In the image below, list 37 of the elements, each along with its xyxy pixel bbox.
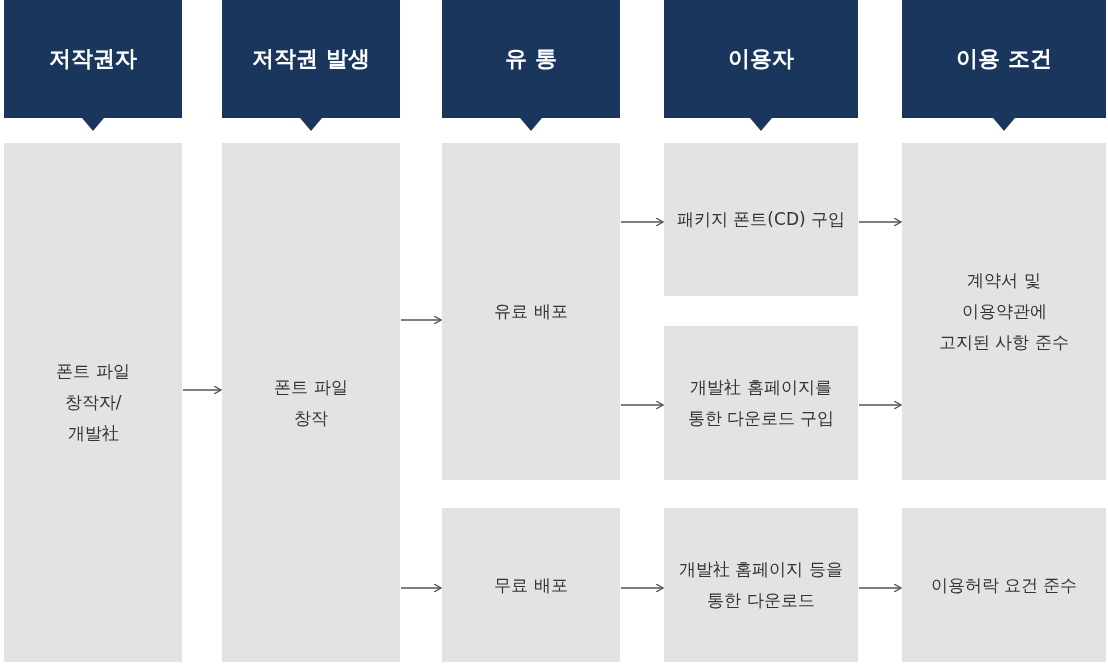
process-box [442,143,620,480]
box-label: 폰트 파일 창작 [273,375,349,430]
arrow [858,583,902,593]
arrow [182,385,222,395]
arrow [858,400,902,410]
arrow [400,315,442,325]
column-header [664,0,858,131]
header-label: 유 통 [505,45,557,73]
process-box [902,143,1106,480]
process-box [4,143,182,662]
arrow [858,217,902,227]
column-header [442,0,620,131]
arrow [620,217,664,227]
box-label: 유료 배포 [494,300,568,323]
box-label: 폰트 파일 창작자/ 개발社 [55,360,131,445]
process-box [664,143,858,296]
column-header [222,0,400,131]
header-label: 이용 조건 [956,45,1052,73]
process-box [664,326,858,480]
arrow [400,583,442,593]
arrow [620,400,664,410]
header-label: 저작권 발생 [252,45,370,73]
box-label: 개발社 홈페이지를 통한 다운로드 구입 [686,376,836,430]
arrow [620,583,664,593]
box-label: 개발社 홈페이지 등을 통한 다운로드 [678,558,844,612]
process-box [664,508,858,662]
header-label: 이용자 [728,45,794,73]
box-label: 패키지 폰트(CD) 구입 [676,208,845,231]
column-header [4,0,182,131]
header-label: 저작권자 [49,45,137,73]
process-box [902,508,1106,662]
box-label: 계약서 및 이용약관에 고지된 사항 준수 [939,269,1069,354]
box-label: 이용허락 요건 준수 [930,573,1078,597]
box-label: 무료 배포 [494,573,568,597]
process-box [442,508,620,662]
column-header [902,0,1106,131]
process-box [222,143,400,662]
